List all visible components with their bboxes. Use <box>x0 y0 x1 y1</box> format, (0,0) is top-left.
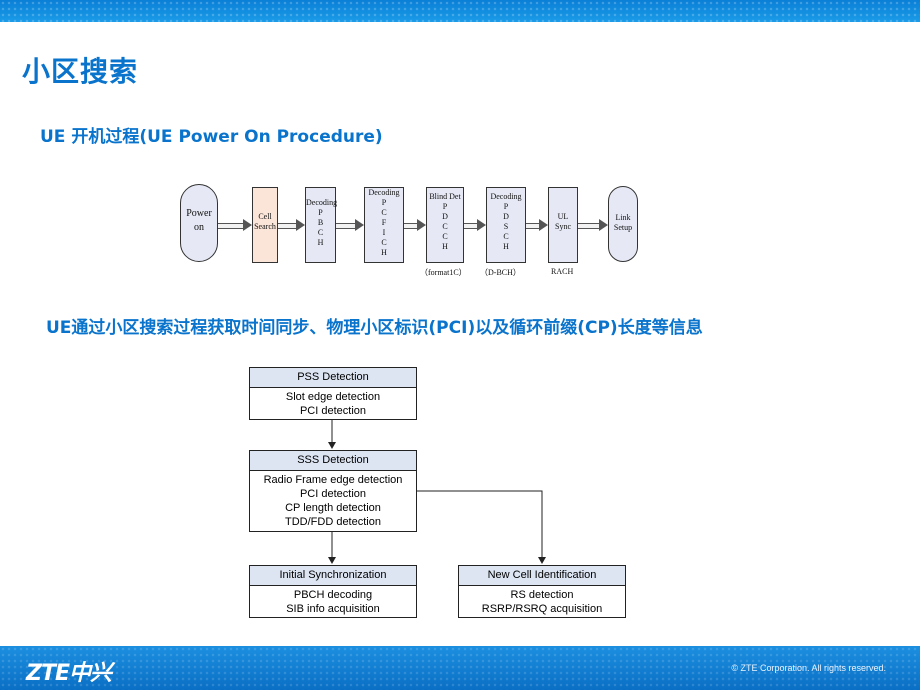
node-label: Link <box>615 213 631 222</box>
pss-detection-box: PSS Detection Slot edge detection PCI de… <box>249 367 417 420</box>
flow-arrow <box>526 219 548 231</box>
cell-search-node: Cell Search <box>252 187 278 263</box>
format1c-label: （format1C） <box>420 268 467 277</box>
node-label: C <box>442 222 448 231</box>
node-label: H <box>317 238 324 247</box>
box-line: Radio Frame edge detection <box>263 474 403 486</box>
power-on-node: Power on <box>180 184 218 262</box>
zte-logo: ZTE中兴 <box>26 661 112 686</box>
node-label: C <box>442 232 448 241</box>
node-label: P <box>318 208 323 217</box>
node-label: on <box>194 222 204 233</box>
node-label: Search <box>254 222 276 231</box>
slide-description: UE通过小区搜索过程获取时间同步、物理小区标识(PCI)以及循环前缀(CP)长度… <box>46 318 703 338</box>
box-line: TDD/FDD detection <box>285 516 381 528</box>
node-label: D <box>503 212 509 221</box>
box-line: PBCH decoding <box>293 589 373 601</box>
slide-subtitle: UE 开机过程(UE Power On Procedure) <box>40 127 383 147</box>
node-label: Sync <box>555 222 571 231</box>
rach-label: RACH <box>551 267 574 276</box>
flow-arrow <box>336 219 364 231</box>
node-label: Power <box>186 208 212 219</box>
box-line: SIB info acquisition <box>286 603 380 615</box>
node-label: Decoding <box>490 192 522 201</box>
flow-arrow <box>278 219 305 231</box>
node-label: S <box>503 222 509 231</box>
pdsch-node: Decoding P D S C H <box>486 187 526 263</box>
flow-arrow <box>218 219 252 231</box>
slide-title: 小区搜索 <box>22 55 139 88</box>
flow-arrow <box>404 219 426 231</box>
box-line: RSRP/RSRQ acquisition <box>481 603 603 615</box>
box-line: RS detection <box>510 589 574 601</box>
box-line: PCI detection <box>299 488 367 500</box>
pbch-node: Decoding P B C H <box>305 187 338 263</box>
node-label: H <box>503 242 509 251</box>
node-label: H <box>381 248 387 257</box>
pss-header: PSS Detection <box>250 368 416 388</box>
node-label: C <box>503 232 509 241</box>
dbch-label: （D-BCH） <box>480 268 521 277</box>
new-cell-header: New Cell Identification <box>459 566 625 586</box>
connector-sss-newcell <box>416 490 546 564</box>
node-label: C <box>381 208 387 217</box>
node-label: I <box>382 228 386 237</box>
init-sync-header: Initial Synchronization <box>250 566 416 586</box>
initial-sync-box: Initial Synchronization PBCH decoding SI… <box>249 565 417 618</box>
node-label: P <box>442 202 448 211</box>
flow-arrow <box>578 219 608 231</box>
node-label: B <box>317 218 324 227</box>
pcfich-node: Decoding P C F I C H <box>364 187 404 263</box>
node-label: Decoding <box>306 198 338 207</box>
new-cell-box: New Cell Identification RS detection RSR… <box>458 565 626 618</box>
node-label: P <box>503 202 509 211</box>
sss-header: SSS Detection <box>250 451 416 471</box>
node-label: Setup <box>613 223 633 232</box>
node-label: C <box>317 228 324 237</box>
top-banner <box>0 0 920 22</box>
box-line: CP length detection <box>285 502 381 514</box>
box-line: Slot edge detection <box>285 391 381 403</box>
ul-sync-node: UL Sync <box>548 187 578 263</box>
flow-arrow <box>464 219 486 231</box>
node-label: Decoding <box>368 188 400 197</box>
box-line: PCI detection <box>299 405 367 417</box>
link-setup-node: Link Setup <box>608 186 638 262</box>
footer-bar: ZTE中兴 © ZTE Corporation. All rights rese… <box>0 646 920 690</box>
node-label: D <box>442 212 448 221</box>
node-label: Blind Det <box>429 192 461 201</box>
sss-detection-box: SSS Detection Radio Frame edge detection… <box>249 450 417 532</box>
node-label: H <box>442 242 448 251</box>
pdcch-node: Blind Det P D C C H <box>426 187 464 263</box>
copyright-text: © ZTE Corporation. All rights reserved. <box>731 663 886 673</box>
node-label: F <box>381 218 387 227</box>
node-label: C <box>381 238 387 247</box>
node-label: UL <box>557 212 569 221</box>
node-label: P <box>381 198 387 207</box>
node-label: Cell <box>258 212 272 221</box>
